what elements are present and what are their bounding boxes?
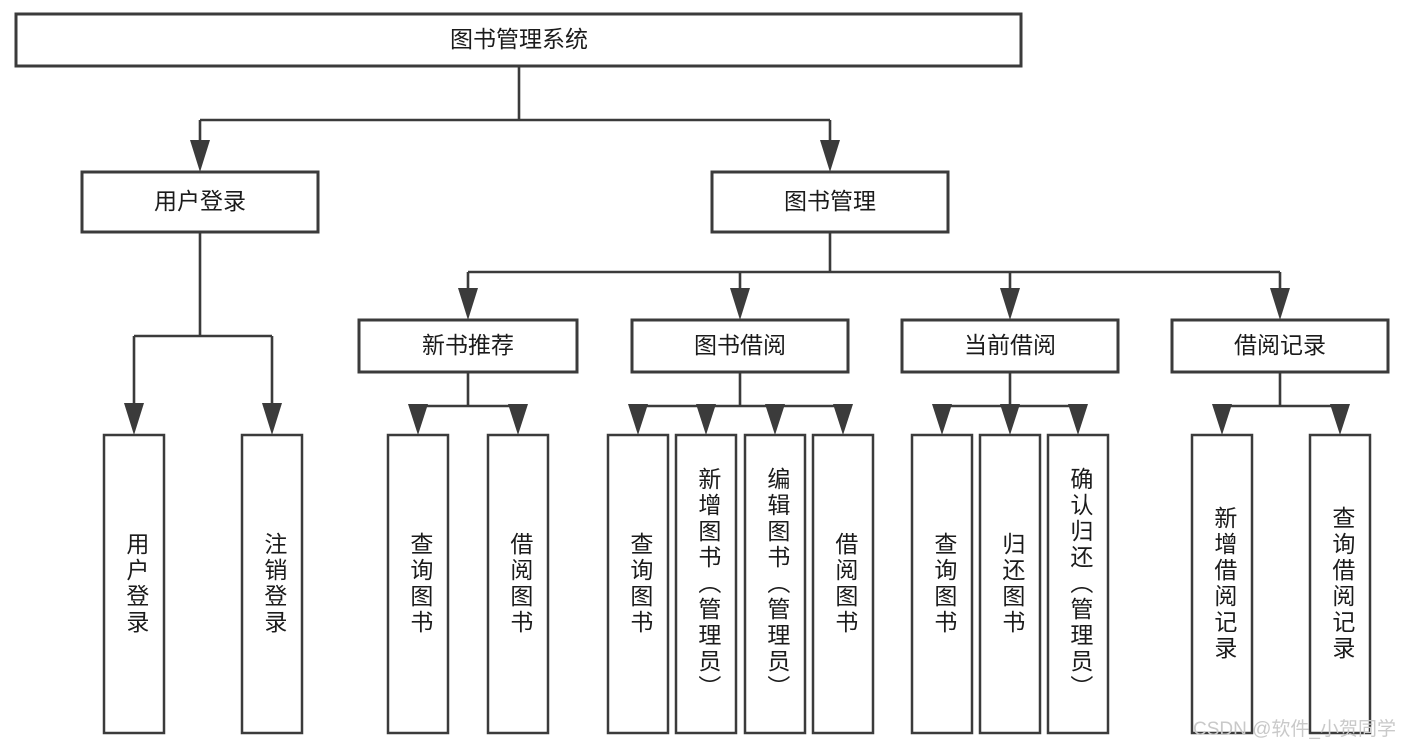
leaf-box-records-add-record[interactable] — [1190, 433, 1254, 735]
leaf-label-current-confirm-return: 确认归还（管理员） — [1067, 467, 1094, 701]
leaf-label-borrow-borrow-book: 借阅图书 — [832, 532, 859, 636]
leaf-label-user-login-logout: 注销登录 — [261, 532, 288, 636]
leaf-label-borrow-query-book: 查询图书 — [627, 532, 654, 636]
leaf-node-borrow-borrow-book[interactable]: 借阅图书 — [811, 433, 875, 735]
node-box-root[interactable] — [14, 12, 1023, 68]
node-borrow-records[interactable]: 借阅记录 — [1170, 318, 1390, 374]
leaf-node-borrow-query-book[interactable]: 查询图书 — [606, 433, 670, 735]
arrow-head-borrow-leaf-1 — [628, 404, 648, 435]
arrow-head-book-mgmt-child-3 — [1000, 288, 1020, 320]
leaf-label-current-query-book: 查询图书 — [931, 532, 958, 636]
leaf-box-borrow-edit-book[interactable] — [743, 433, 807, 735]
leaf-box-current-query-book[interactable] — [910, 433, 974, 735]
leaf-label-borrow-edit-book: 编辑图书（管理员） — [764, 467, 791, 701]
node-label-book-borrow: 图书借阅 — [694, 332, 786, 358]
node-box-new-book-recommend[interactable] — [357, 318, 579, 374]
arrow-head-book-mgmt-child-2 — [730, 288, 750, 320]
node-label-user-login: 用户登录 — [154, 188, 246, 214]
connector-layer — [124, 66, 1350, 435]
arrow-head-book-mgmt-child-1 — [458, 288, 478, 320]
arrow-head-recommend-leaf-2 — [508, 404, 528, 435]
leaf-node-current-confirm-return[interactable]: 确认归还（管理员） — [1046, 433, 1110, 735]
node-label-current-borrow: 当前借阅 — [964, 332, 1056, 358]
leaf-label-records-add-record: 新增借阅记录 — [1211, 506, 1238, 662]
node-box-book-borrow[interactable] — [630, 318, 850, 374]
leaf-box-borrow-add-book[interactable] — [674, 433, 738, 735]
leaf-node-borrow-edit-book[interactable]: 编辑图书（管理员） — [743, 433, 807, 735]
leaf-node-user-login-login[interactable]: 用户登录 — [102, 433, 166, 735]
arrow-head-user-login-leaf-1 — [124, 403, 144, 435]
arrow-head-root-to-user-login — [190, 140, 210, 172]
leaf-node-records-query-record[interactable]: 查询借阅记录 — [1308, 433, 1372, 735]
node-book-management-system[interactable]: 图书管理系统 — [14, 12, 1023, 68]
leaf-node-user-login-logout[interactable]: 注销登录 — [240, 433, 304, 735]
leaf-node-current-query-book[interactable]: 查询图书 — [910, 433, 974, 735]
leaf-label-recommend-query-book: 查询图书 — [407, 532, 434, 636]
leaf-node-records-add-record[interactable]: 新增借阅记录 — [1190, 433, 1254, 735]
leaf-box-records-query-record[interactable] — [1308, 433, 1372, 735]
leaf-box-current-confirm-return[interactable] — [1046, 433, 1110, 735]
leaf-label-current-return-book: 归还图书 — [999, 532, 1026, 636]
arrow-head-recommend-leaf-1 — [408, 404, 428, 435]
leaf-label-user-login-login: 用户登录 — [123, 532, 150, 636]
node-box-book-management[interactable] — [710, 170, 950, 234]
leaf-label-records-query-record: 查询借阅记录 — [1329, 506, 1356, 662]
leaf-node-recommend-query-book[interactable]: 查询图书 — [386, 433, 450, 735]
watermark-label: CSDN @软件_小贺同学 — [1193, 718, 1396, 740]
node-book-management[interactable]: 图书管理 — [710, 170, 950, 234]
leaf-label-recommend-borrow-book: 借阅图书 — [507, 532, 534, 636]
leaf-box-user-login-login[interactable] — [102, 433, 166, 735]
arrow-head-borrow-leaf-2 — [696, 404, 716, 435]
arrow-head-current-leaf-3 — [1068, 404, 1088, 435]
arrow-head-current-leaf-1 — [932, 404, 952, 435]
arrow-head-borrow-leaf-3 — [765, 404, 785, 435]
arrow-head-book-mgmt-child-4 — [1270, 288, 1290, 320]
leaf-box-recommend-borrow-book[interactable] — [486, 433, 550, 735]
leaf-node-borrow-add-book[interactable]: 新增图书（管理员） — [674, 433, 738, 735]
leaf-box-current-return-book[interactable] — [978, 433, 1042, 735]
leaf-node-current-return-book[interactable]: 归还图书 — [978, 433, 1042, 735]
leaf-box-borrow-query-book[interactable] — [606, 433, 670, 735]
node-box-current-borrow[interactable] — [900, 318, 1120, 374]
leaf-node-recommend-borrow-book[interactable]: 借阅图书 — [486, 433, 550, 735]
arrow-head-root-to-book-mgmt — [820, 140, 840, 172]
leaf-label-borrow-add-book: 新增图书（管理员） — [695, 467, 722, 701]
node-label-root: 图书管理系统 — [450, 26, 588, 52]
leaf-box-borrow-borrow-book[interactable] — [811, 433, 875, 735]
arrow-head-current-leaf-2 — [1000, 404, 1020, 435]
node-label-borrow-records: 借阅记录 — [1234, 332, 1326, 358]
arrow-head-user-login-leaf-2 — [262, 403, 282, 435]
node-label-book-management: 图书管理 — [784, 188, 876, 214]
node-user-login[interactable]: 用户登录 — [80, 170, 320, 234]
node-label-new-book-recommend: 新书推荐 — [422, 332, 514, 358]
node-new-book-recommend[interactable]: 新书推荐 — [357, 318, 579, 374]
node-current-borrow[interactable]: 当前借阅 — [900, 318, 1120, 374]
leaf-box-user-login-logout[interactable] — [240, 433, 304, 735]
arrow-head-borrow-leaf-4 — [833, 404, 853, 435]
node-box-borrow-records[interactable] — [1170, 318, 1390, 374]
node-box-user-login[interactable] — [80, 170, 320, 234]
arrow-head-records-leaf-1 — [1212, 404, 1232, 435]
arrow-head-records-leaf-2 — [1330, 404, 1350, 435]
leaf-box-recommend-query-book[interactable] — [386, 433, 450, 735]
node-book-borrow[interactable]: 图书借阅 — [630, 318, 850, 374]
